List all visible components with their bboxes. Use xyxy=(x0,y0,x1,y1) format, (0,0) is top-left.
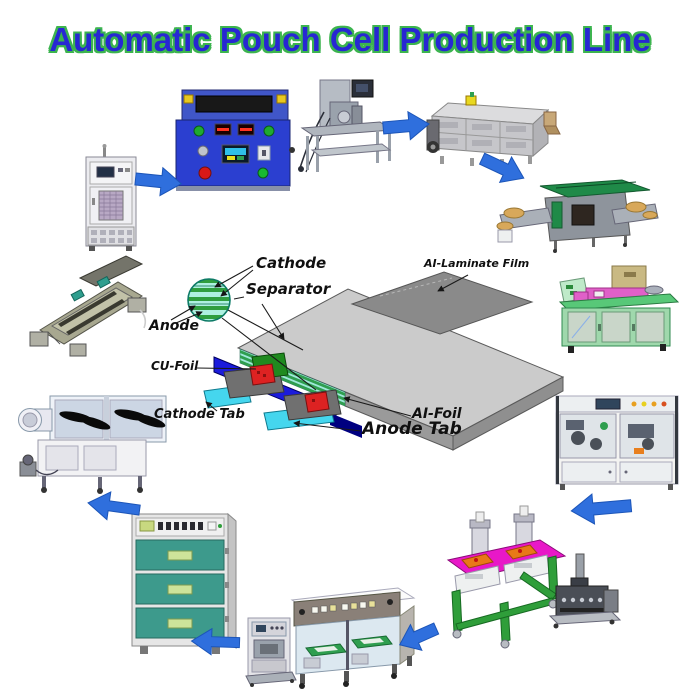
machine-white-winder xyxy=(555,395,679,490)
flow-arrow-2 xyxy=(382,110,430,141)
machine-stacker-pink xyxy=(558,265,680,353)
machine-vacuum-sealer xyxy=(290,587,416,689)
label-cathode-tab: Cathode Tab xyxy=(154,407,245,422)
machine-formation-cabinet xyxy=(131,512,237,654)
machine-blue-sealer xyxy=(175,89,295,191)
machine-test-chamber xyxy=(85,144,137,251)
label-anode: Anode xyxy=(149,318,199,334)
flow-arrow-4 xyxy=(570,493,633,525)
magnifier-detail xyxy=(187,278,231,322)
pouch-cell-diagram xyxy=(170,265,565,451)
leader-lines xyxy=(170,265,469,432)
machine-steel-stand xyxy=(298,79,394,173)
flow-arrow-1 xyxy=(134,166,183,197)
page-title: Automatic Pouch Cell Production Line xyxy=(49,21,651,58)
label-cathode: Cathode xyxy=(256,254,327,272)
flow-arrows xyxy=(87,110,633,656)
flow-arrow-6 xyxy=(190,627,241,656)
machine-glove-box xyxy=(18,395,167,494)
machine-tunnel-oven xyxy=(426,92,561,167)
machine-small-press xyxy=(245,617,297,687)
machine-die-cutter xyxy=(496,179,659,253)
label-al-laminate-film: AI-Laminate Film xyxy=(424,257,530,270)
flow-arrow-5 xyxy=(398,622,440,651)
label-anode-tab: Anode Tab xyxy=(362,419,462,439)
flow-arrow-3 xyxy=(478,152,525,184)
machine-tab-welder xyxy=(548,553,622,629)
label-al-foil: AI-Foil xyxy=(412,406,462,422)
machine-roll-press xyxy=(29,255,147,357)
al-laminate-film-shape xyxy=(350,271,534,335)
machine-press-table xyxy=(446,505,567,649)
label-cu-foil: CU-Foil xyxy=(151,359,199,373)
label-separator: Separator xyxy=(246,280,331,298)
flow-arrow-7 xyxy=(87,491,141,521)
